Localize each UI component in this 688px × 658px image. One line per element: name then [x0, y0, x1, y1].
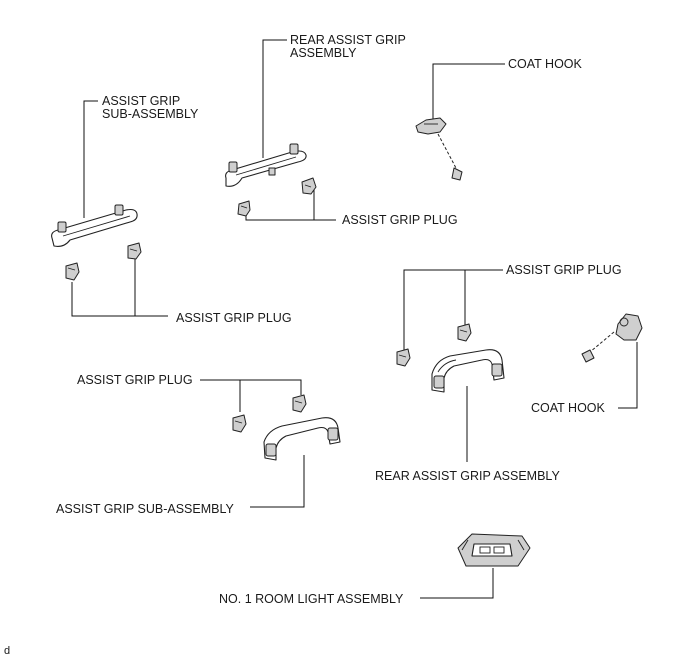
label-coat-hook-right: COAT HOOK — [531, 401, 606, 415]
coat-hook-right-part — [581, 313, 643, 363]
assist-grip-plug-left-parts — [65, 242, 142, 281]
labels: REAR ASSIST GRIP ASSEMBLY ASSIST GRIP SU… — [4, 33, 622, 657]
label-assist-grip-plug-center: ASSIST GRIP PLUG — [342, 213, 458, 227]
label-rear-assist-grip-assembly-top-2: ASSEMBLY — [290, 46, 357, 60]
figure-code: d — [4, 645, 10, 657]
label-assist-grip-sub-assembly-top-2: SUB-ASSEMBLY — [102, 107, 199, 121]
label-rear-assist-grip-assembly-top-1: REAR ASSIST GRIP — [290, 33, 406, 47]
assist-grip-plug-lower-left-parts — [232, 394, 307, 433]
label-no1-room-light-assembly: NO. 1 ROOM LIGHT ASSEMBLY — [219, 592, 404, 606]
leader-lines — [71, 39, 638, 599]
rear-assist-grip-lower-part — [431, 349, 505, 393]
assist-grip-sub-assembly-lower-part — [263, 417, 341, 461]
coat-hook-top-part — [415, 117, 463, 181]
label-assist-grip-sub-assembly-top-1: ASSIST GRIP — [102, 94, 180, 108]
assist-grip-sub-assembly-top-part — [51, 204, 138, 247]
label-rear-assist-grip-assembly-lower: REAR ASSIST GRIP ASSEMBLY — [375, 469, 560, 483]
label-assist-grip-plug-lower-left: ASSIST GRIP PLUG — [77, 373, 193, 387]
no1-room-light-part — [457, 533, 531, 567]
label-assist-grip-plug-left: ASSIST GRIP PLUG — [176, 311, 292, 325]
assist-grip-plug-right-parts — [396, 323, 472, 367]
assist-grip-plug-center-parts — [237, 177, 317, 217]
label-assist-grip-sub-assembly-lower: ASSIST GRIP SUB-ASSEMBLY — [56, 502, 235, 516]
rear-assist-grip-top-part — [225, 143, 307, 187]
label-assist-grip-plug-right: ASSIST GRIP PLUG — [506, 263, 622, 277]
label-coat-hook-top: COAT HOOK — [508, 57, 583, 71]
